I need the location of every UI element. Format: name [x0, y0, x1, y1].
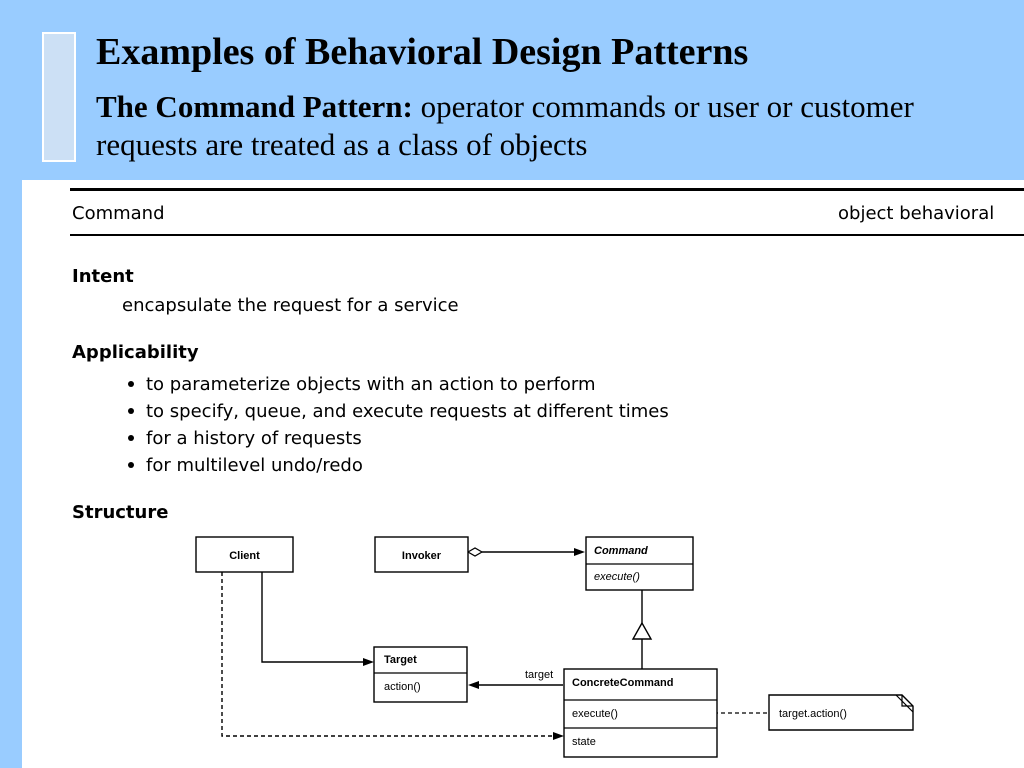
pattern-name: Command — [72, 203, 165, 224]
applicability-list: to parameterize objects with an action t… — [122, 371, 669, 479]
list-item: for a history of requests — [122, 425, 669, 452]
concrete-command-method: execute() — [572, 708, 618, 720]
slide-title: Examples of Behavioral Design Patterns — [96, 31, 749, 73]
target-method: action() — [384, 681, 421, 693]
header-rule-bottom — [70, 234, 1024, 236]
concrete-command-label: ConcreteCommand — [572, 677, 673, 689]
intent-heading: Intent — [72, 266, 134, 287]
intent-text: encapsulate the request for a service — [122, 295, 459, 316]
bullet-icon — [128, 461, 134, 468]
bullet-icon — [128, 407, 134, 414]
inheritance-triangle-icon — [631, 621, 653, 640]
client-class — [195, 536, 294, 573]
subtitle-bold: The Command Pattern: — [96, 89, 413, 124]
arrowhead-icon — [553, 732, 564, 740]
applicability-heading: Applicability — [72, 342, 199, 363]
concrete-command-class — [563, 668, 718, 758]
bullet-icon — [128, 380, 134, 387]
slide-subtitle: The Command Pattern: operator commands o… — [96, 88, 1006, 164]
invoker-label: Invoker — [402, 550, 442, 562]
client-concrete-dependency — [221, 572, 554, 737]
aggregation-diamond-icon — [466, 547, 484, 557]
pattern-page: Command object behavioral Intent encapsu… — [22, 180, 1024, 768]
target-class — [373, 646, 468, 703]
pattern-category: object behavioral — [838, 203, 995, 224]
list-item: for multilevel undo/redo — [122, 452, 669, 479]
target-label: Target — [384, 654, 417, 666]
uml-class-diagram: target Client Invoker Command execute() … — [195, 536, 914, 758]
arrowhead-icon — [468, 681, 479, 689]
invoker-class — [374, 536, 469, 573]
target-role-label: target — [525, 669, 553, 681]
client-target-association — [261, 572, 364, 663]
arrowhead-icon — [363, 658, 374, 666]
structure-heading: Structure — [72, 502, 169, 523]
arrowhead-icon — [574, 548, 585, 556]
command-label: Command — [594, 545, 648, 557]
list-item: to parameterize objects with an action t… — [122, 371, 669, 398]
note-fold-icon — [895, 694, 914, 713]
list-item: to specify, queue, and execute requests … — [122, 398, 669, 425]
slide-accent-bar — [42, 32, 76, 162]
subtitle-rest: operator commands or user or customer re… — [96, 89, 914, 162]
note-box — [768, 694, 914, 731]
bullet-icon — [128, 434, 134, 441]
concrete-command-state: state — [572, 736, 596, 748]
client-label: Client — [229, 550, 260, 562]
command-method: execute() — [594, 571, 640, 583]
note-text: target.action() — [779, 708, 847, 720]
header-rule-top — [70, 188, 1024, 191]
